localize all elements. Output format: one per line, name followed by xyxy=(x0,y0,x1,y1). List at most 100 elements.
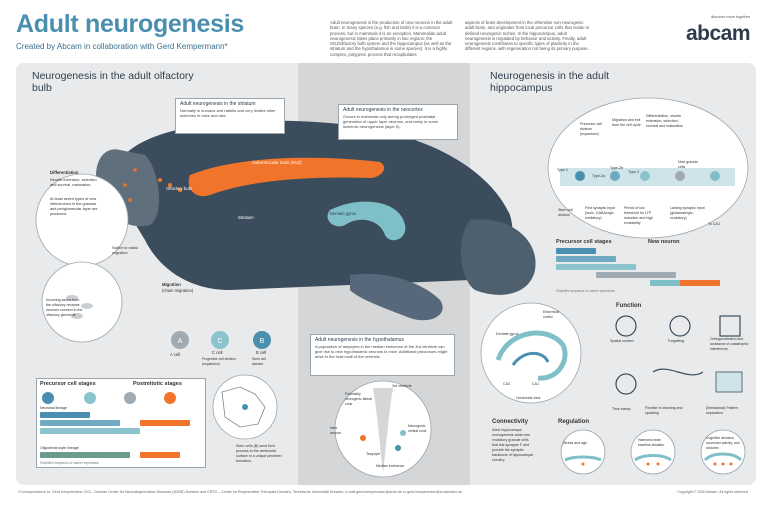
striatum-box-title: Adult neurogenesis in the striatum xyxy=(180,101,256,107)
hippo-stage-bar-6 xyxy=(680,280,720,286)
migration-subtitle: (chain migration) xyxy=(162,288,194,293)
time-stamp-label: Time stamp xyxy=(612,407,631,411)
svz-cell-types: A C B xyxy=(171,331,271,349)
dentate-gyrus-label: Dentate gyrus xyxy=(330,211,357,216)
striatum-box-text: Normally in humans and rabbits and very … xyxy=(180,108,276,118)
migration-callout-circle xyxy=(41,261,123,343)
olfactory-bulb-label: Olfactory bulb xyxy=(166,186,192,191)
pinwheel-circle xyxy=(212,374,278,440)
neocortex-box-text: Occurs in mammals only during prolonged … xyxy=(343,114,439,129)
hippo-differentiation: Differentiation, neurite extension, sele… xyxy=(646,114,684,128)
intro-text-col1: Adult neurogenesis is the production of … xyxy=(330,20,453,57)
switch-radial-label: Switch to radial migration xyxy=(112,246,138,255)
olfactory-postmitotic-title: Postmitotic stages xyxy=(133,381,182,387)
svg-text:A: A xyxy=(178,338,183,345)
page-subtitle: Created by Abcam in collaboration with G… xyxy=(16,42,228,51)
potentially-neurogenic-label: Potentially neurogenic lateral zone xyxy=(345,392,372,406)
function-title: Function xyxy=(616,303,642,309)
oligodendrocyte-lineage-label: Oligodendrocyte lineage xyxy=(40,446,79,450)
abcam-logo: abcam xyxy=(685,22,751,45)
brain-sagittal-illustration xyxy=(96,120,536,321)
type3-label: Type-3 xyxy=(628,170,639,174)
b-cell-desc: Stem cell division xyxy=(252,357,266,366)
hippo-stage-bar-1 xyxy=(556,248,596,254)
tanycyte-label: Tanycyte xyxy=(366,452,381,456)
hippo-migration-exit: Migration and exit from the cell cycle xyxy=(612,118,641,127)
cognitive-demand-label: Cognitive demand, locomotor activity, an… xyxy=(706,436,740,450)
ca3-label: CA3 xyxy=(503,382,510,386)
spatial-context-label: Spatial context xyxy=(610,339,634,343)
hippo-stage-bar-3 xyxy=(556,264,636,270)
type2b-label: Type-2b xyxy=(610,166,623,170)
olfactory-stage-bar-1 xyxy=(40,412,90,418)
striatum-box: Adult neurogenesis in the striatum Norma… xyxy=(175,98,285,134)
flexible-relearning-label: Flexible re-learning and updating xyxy=(645,406,683,415)
neocortex-box: Adult neurogenesis in the neocortex Occu… xyxy=(338,104,458,140)
ca1-label: CA1 xyxy=(532,382,539,386)
type2a-label: Type-2a xyxy=(592,174,605,178)
olfactory-stage-bar-2 xyxy=(40,420,120,426)
regulation-title: Regulation xyxy=(558,419,589,425)
hypothalamus-box: Adult neurogenesis in the hypothalamus A… xyxy=(310,334,455,376)
harmonic-baseline-label: Harmonic brain baseline situation xyxy=(638,438,665,447)
svz-label: Subventricular Zone (SVZ) xyxy=(252,160,302,165)
type1-label: Type-1 xyxy=(557,168,568,172)
c-cell-desc: Progenitor cell division (expansion) xyxy=(202,357,236,366)
hypothalamus-box-title: Adult neurogenesis in the hypothalamus xyxy=(315,337,404,343)
footer-correspondence: *Correspondence to: Gerd Kempermann, M.D… xyxy=(18,490,462,494)
hippocampus-horizontal-circle xyxy=(480,302,582,404)
neocortex-box-title: Adult neurogenesis in the neocortex xyxy=(343,107,423,113)
entorhinal-cortex-label: Entorhinal cortex xyxy=(543,310,560,319)
hippo-stage-bar-4 xyxy=(596,272,676,278)
olfactory-stage-bar-3 xyxy=(40,428,140,434)
hippo-dentate-gyrus-label: Dentate gyrus xyxy=(496,332,519,336)
differentiation-text1: Neurite extension, selection and surviva… xyxy=(50,178,97,187)
olfactory-stage-bar-6 xyxy=(140,452,180,458)
olfactory-stage-cells xyxy=(42,392,176,404)
hippo-new-neuron-title: New neuron xyxy=(648,239,680,245)
neurogenic-ventral-label: Neurogenic ventral zone xyxy=(408,424,427,433)
incoming-axons-text: Incoming axons from the olfactory recept… xyxy=(46,298,83,317)
hippocampus-lineage-circle xyxy=(547,97,749,239)
regulation-icons xyxy=(560,429,746,475)
intro-text-col2: aspects of brain development in the othe… xyxy=(465,20,590,52)
svg-text:B: B xyxy=(260,338,265,345)
hypothalamus-box-text: A population of tanycytes in the median … xyxy=(315,344,448,359)
new-granule-cells-label: New granule cells xyxy=(678,160,699,169)
striatum-label: Striatum xyxy=(238,215,254,220)
hippocampus-section-title: Neurogenesis in the adult hippocampus xyxy=(490,70,610,94)
connectivity-text: Adult hippocampal neurogenesis adds new … xyxy=(492,428,533,462)
median-eminence-label: Median eminence xyxy=(376,464,405,468)
olfactory-stage-bar-4 xyxy=(140,420,190,426)
logo-tagline: discover more together xyxy=(711,15,750,19)
olfactory-stage-bar-5 xyxy=(40,452,130,458)
first-synaptic-label: First synaptic input (tonic, GABAergic, … xyxy=(585,206,615,220)
stem-cell-division-label: Stem cell division xyxy=(558,208,573,217)
differentiation-text2: At least seven types of new interneurons… xyxy=(50,197,98,216)
third-ventricle-label: 3rd ventricle xyxy=(392,384,412,388)
pattern-separation-label: (Behavioral) Pattern separation xyxy=(706,406,738,415)
horizontal-view-label: Horizontal view xyxy=(516,396,541,400)
hippo-precursor-division: Precursor cell division (expansion) xyxy=(580,122,602,136)
period-low-threshold-label: Period of low threshold for LTP inductio… xyxy=(624,206,654,225)
connectivity-title: Connectivity xyxy=(492,419,529,425)
c-cell-label: C cell xyxy=(212,350,223,355)
b-cell-label: B cell xyxy=(256,350,267,355)
hippo-stage-bar-2 xyxy=(556,256,616,262)
orthogonalization-label: Orthogonalization and avoidance of catas… xyxy=(710,337,749,351)
olfactory-section-title: Neurogenesis in the adult olfactory bulb xyxy=(32,70,194,94)
hypothalamus-new-neuron-label: New neuron xyxy=(330,426,342,435)
neuronal-lineage-label: Neuronal lineage xyxy=(40,406,68,410)
footer-copyright: Copyright © 2020 Abcam. All rights reser… xyxy=(677,490,748,494)
function-icons xyxy=(615,315,743,395)
to-ca3-label: To CA3 xyxy=(708,222,720,226)
svg-text:C: C xyxy=(217,338,222,345)
stem-pinwheel-text: Stem cells (B) send their process to the… xyxy=(236,444,282,463)
stress-age-label: Stress and age xyxy=(563,441,588,445)
forgetting-label: Forgetting xyxy=(668,339,685,343)
olfactory-simplified-note: Simplified sequence of marker expression xyxy=(40,461,100,465)
differentiation-title: Differentiation xyxy=(50,170,79,175)
olfactory-precursor-title: Precursor cell stages xyxy=(40,381,96,387)
a-cell-label: A cell xyxy=(170,352,181,357)
hippo-simplified-note: Simplified sequence of marker expression xyxy=(556,289,616,293)
